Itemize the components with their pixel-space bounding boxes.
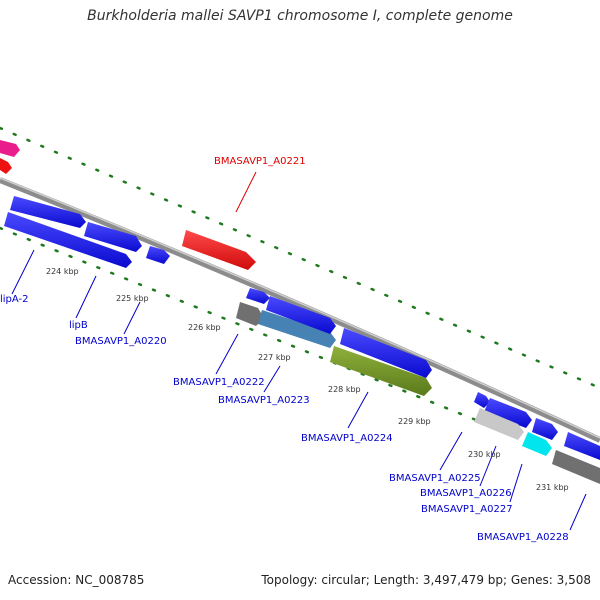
feature-cds-a0226 — [474, 408, 524, 440]
feature-cds-lipB — [84, 222, 142, 252]
gene-label-a0224: BMASAVP1_A0224 — [301, 433, 393, 444]
tick-label-227: 227 kbp — [258, 353, 291, 362]
tick-label-228: 228 kbp — [328, 385, 361, 394]
tick-label-224: 224 kbp — [46, 267, 79, 276]
tick-label-225: 225 kbp — [116, 294, 149, 303]
feature-cds-a0222-small — [246, 288, 270, 304]
feature-cds-a0225-small — [474, 392, 490, 408]
gene-label-a0226: BMASAVP1_A0226 — [420, 488, 512, 499]
accession-text: Accession: NC_008785 — [8, 573, 145, 587]
gene-label-lipA-2: lipA-2 — [0, 294, 29, 305]
feature-cds-a0224-top — [340, 328, 432, 378]
feature-cds-a0227 — [522, 432, 552, 456]
feature-cds-lipA-lower — [4, 212, 132, 268]
feature-cds-a0220 — [146, 246, 170, 264]
tick-label-231: 231 kbp — [536, 483, 569, 492]
feature-cds-a0228-top — [564, 432, 600, 460]
feature-cds-lipA-upper — [10, 196, 86, 228]
feature-red-small — [0, 158, 12, 174]
outer-tick-row — [0, 126, 600, 390]
chromosome-backbone-highlight — [0, 177, 600, 439]
tick-label-229: 229 kbp — [398, 417, 431, 426]
tick-label-230: 230 kbp — [468, 450, 501, 459]
leader-lines — [11, 249, 587, 531]
gene-label-a0220: BMASAVP1_A0220 — [75, 336, 167, 347]
feature-cds-a0228 — [552, 450, 600, 484]
gene-label-a0222: BMASAVP1_A0222 — [173, 377, 265, 388]
gene-label-a0225: BMASAVP1_A0225 — [389, 473, 481, 484]
gene-label-a0227: BMASAVP1_A0227 — [421, 504, 513, 515]
gene-label-a0221: BMASAVP1_A0221 — [214, 156, 306, 167]
feature-cds-a0225 — [484, 398, 532, 428]
feature-cds-a0224 — [330, 346, 432, 396]
feature-magenta — [0, 140, 20, 157]
gene-labels: BMASAVP1_A0221 lipA-2 lipB BMASAVP1_A022… — [0, 156, 569, 543]
map-title: Burkholderia mallei SAVP1 chromosome I, … — [87, 8, 513, 24]
feature-cds-a0223-top — [266, 296, 336, 334]
tick-label-226: 226 kbp — [188, 323, 221, 332]
feature-cds-a0223 — [258, 310, 336, 348]
gene-label-lipB: lipB — [69, 320, 88, 331]
gene-label-a0228: BMASAVP1_A0228 — [477, 532, 569, 543]
scale-tick-labels: 224 kbp 225 kbp 226 kbp 227 kbp 228 kbp … — [46, 267, 569, 492]
feature-cds-a0222 — [236, 302, 264, 326]
feature-cds-a0227-top — [532, 418, 558, 440]
leader-line-a0221 — [235, 171, 257, 213]
topology-summary: Topology: circular; Length: 3,497,479 bp… — [261, 573, 591, 587]
gene-label-a0223: BMASAVP1_A0223 — [218, 395, 310, 406]
chromosome-backbone — [0, 177, 600, 443]
feature-cds-a0221 — [182, 230, 256, 270]
